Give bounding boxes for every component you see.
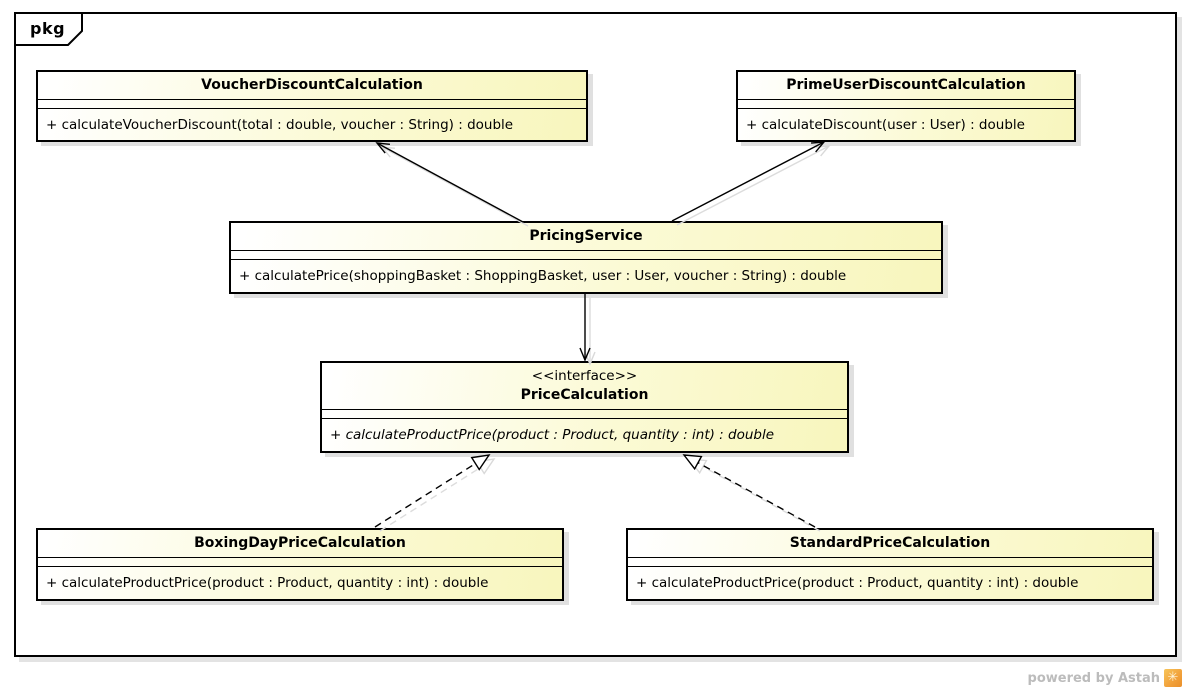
method-label: + calculateProductPrice(product : Produc… <box>636 575 1079 591</box>
method-label: + calculateProductPrice(product : Produc… <box>330 427 775 443</box>
method-label: + calculateVoucherDiscount(total : doubl… <box>46 117 514 133</box>
class-title-compartment: BoxingDayPriceCalculation <box>38 530 562 558</box>
class-name: PrimeUserDiscountCalculation <box>786 77 1026 93</box>
class-title-compartment: PricingService <box>231 223 941 251</box>
class-title-compartment: StandardPriceCalculation <box>628 530 1152 558</box>
methods-compartment: + calculateProductPrice(product : Produc… <box>322 419 847 451</box>
class-name: BoxingDayPriceCalculation <box>194 535 406 551</box>
class-title-compartment: <<interface>> PriceCalculation <box>322 363 847 410</box>
interface-price-calculation[interactable]: <<interface>> PriceCalculation + calcula… <box>320 361 849 453</box>
class-voucher-discount-calculation[interactable]: VoucherDiscountCalculation + calculateVo… <box>36 70 588 142</box>
class-title-compartment: VoucherDiscountCalculation <box>38 72 586 100</box>
class-standard-price-calculation[interactable]: StandardPriceCalculation + calculateProd… <box>626 528 1154 601</box>
class-boxing-day-price-calculation[interactable]: BoxingDayPriceCalculation + calculatePro… <box>36 528 564 601</box>
class-prime-user-discount-calculation[interactable]: PrimeUserDiscountCalculation + calculate… <box>736 70 1076 142</box>
method-label: + calculatePrice(shoppingBasket : Shoppi… <box>239 268 847 284</box>
attributes-compartment <box>322 410 847 419</box>
powered-by-text[interactable]: powered by Astah <box>1027 670 1160 686</box>
attributes-compartment <box>38 100 586 109</box>
methods-compartment: + calculateProductPrice(product : Produc… <box>628 567 1152 599</box>
methods-compartment: + calculateProductPrice(product : Produc… <box>38 567 562 599</box>
package-tab-polygon <box>14 12 83 46</box>
methods-compartment: + calculatePrice(shoppingBasket : Shoppi… <box>231 260 941 292</box>
attributes-compartment <box>38 558 562 567</box>
class-name: VoucherDiscountCalculation <box>201 77 423 93</box>
footer: powered by Astah ✳ <box>1028 669 1182 687</box>
class-name: PriceCalculation <box>520 387 649 403</box>
class-title-compartment: PrimeUserDiscountCalculation <box>738 72 1074 100</box>
package-tab-label: pkg <box>30 19 66 38</box>
attributes-compartment <box>628 558 1152 567</box>
method-label: + calculateProductPrice(product : Produc… <box>46 575 489 591</box>
attributes-compartment <box>231 251 941 260</box>
methods-compartment: + calculateVoucherDiscount(total : doubl… <box>38 109 586 141</box>
class-name: StandardPriceCalculation <box>789 535 991 551</box>
method-label: + calculateDiscount(user : User) : doubl… <box>746 117 1025 133</box>
package-tab-shape <box>14 12 83 46</box>
attributes-compartment <box>738 100 1074 109</box>
class-name: PricingService <box>529 228 643 244</box>
astah-logo-icon[interactable]: ✳ <box>1164 669 1182 687</box>
class-pricing-service[interactable]: PricingService + calculatePrice(shopping… <box>229 221 943 294</box>
class-stereotype: <<interface>> <box>531 368 638 384</box>
methods-compartment: + calculateDiscount(user : User) : doubl… <box>738 109 1074 141</box>
